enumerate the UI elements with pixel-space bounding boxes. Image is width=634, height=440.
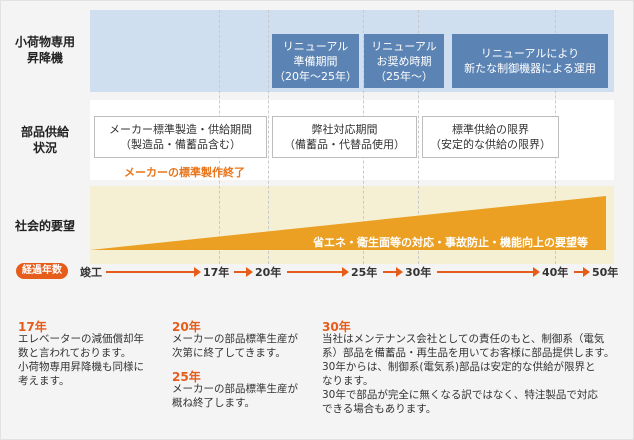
arrow-icon (342, 267, 349, 277)
note-17-text: エレベーターの減価償却年 数と言われております。 小荷物専用昇降機も同様に 考え… (18, 333, 144, 387)
note-20-title: 20年 (172, 320, 201, 334)
row-label-society: 社会的要望 (14, 219, 75, 233)
timeline-seg (383, 271, 396, 273)
tick-40: 40年 (542, 266, 569, 279)
tick-start: 竣工 (80, 266, 102, 279)
tick-25: 25年 (351, 266, 378, 279)
note-25-title: 25年 (172, 370, 201, 384)
note-25-text: メーカーの部品標準生産が 概ね終了します。 (172, 383, 298, 409)
renewal-new-box: リニューアルにより 新たな制御機器による運用 (452, 34, 608, 88)
note-17-title: 17年 (18, 320, 47, 334)
row-label-lift: 小荷物専用 昇降機 (14, 35, 75, 65)
guide-20 (268, 10, 269, 264)
tick-20: 20年 (255, 266, 282, 279)
supply-limit-box: 標準供給の限界 （安定的な供給の限界） (422, 116, 559, 158)
note-30-text: 当社はメンテナンス会社としての責任のもと、制御系（電気 系）部品を備蓄品・再生品… (322, 333, 615, 415)
renewal-recommend-box: リニューアル お奨め時期 （25年〜） (364, 34, 444, 88)
row-label-parts: 部品供給 状況 (20, 125, 69, 155)
note-30-title: 30年 (322, 320, 351, 334)
tick-50: 50年 (592, 266, 619, 279)
timeline-seg (234, 271, 246, 273)
years-badge: 経過年数 (16, 263, 68, 279)
arrow-icon (583, 267, 590, 277)
timeline-seg (574, 271, 583, 273)
demand-text: 省エネ・衛生面等の対応・事故防止・機能向上の要望等 (313, 236, 588, 249)
note-20-text: メーカーの部品標準生産が 次第に終了してきます。 (172, 333, 298, 359)
timeline-seg (106, 271, 194, 273)
maker-end-label: メーカーの標準製作終了 (124, 166, 245, 179)
demand-triangle (90, 196, 606, 250)
arrow-icon (396, 267, 403, 277)
tick-30: 30年 (405, 266, 432, 279)
maker-period-box: メーカー標準製造・供給期間 （製造品・備蓄品含む） (94, 116, 267, 158)
arrow-icon (533, 267, 540, 277)
arrow-icon (246, 267, 253, 277)
timeline-seg (437, 271, 533, 273)
tick-17: 17年 (203, 266, 230, 279)
renewal-prep-box: リニューアル 準備期間 （20年〜25年） (272, 34, 359, 88)
company-period-box: 弊社対応期間 （備蓄品・代替品使用） (272, 116, 417, 158)
timeline-seg (287, 271, 342, 273)
guide-30 (418, 10, 419, 264)
arrow-icon (194, 267, 201, 277)
